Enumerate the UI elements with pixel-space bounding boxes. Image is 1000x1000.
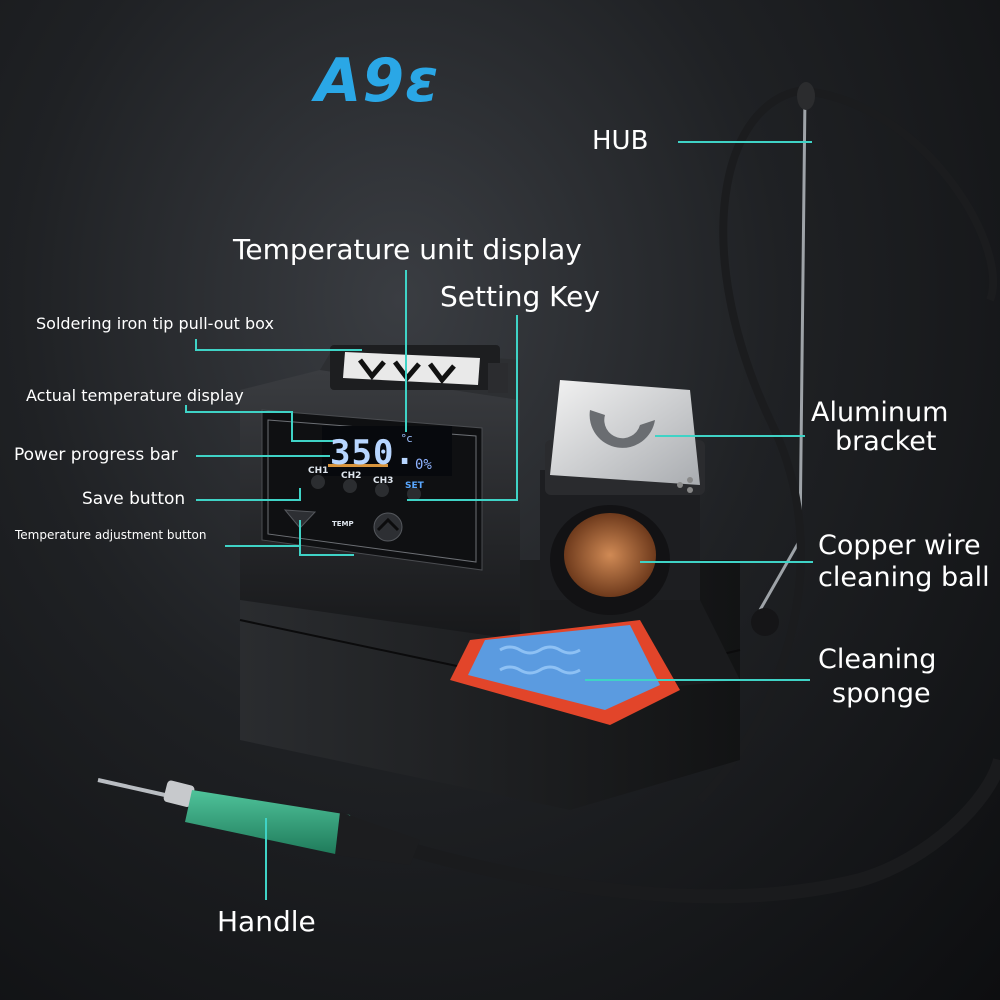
- power-progress-bar: [328, 464, 388, 467]
- temp-label: TEMP: [332, 520, 354, 528]
- brand-logo: A9ε: [315, 46, 440, 116]
- temperature-adjustment-callout: Temperature adjustment button: [15, 528, 207, 542]
- lcd-screen: [322, 426, 452, 476]
- set-button: [407, 487, 421, 501]
- aluminum-bracket-callout-line2: bracket: [835, 426, 937, 457]
- sponge-callout-line2: sponge: [832, 678, 931, 709]
- temperature-unit-display-callout: Temperature unit display: [233, 233, 582, 266]
- aluminum-bracket-callout-line1: Aluminum: [811, 397, 949, 428]
- handle-callout: Handle: [217, 905, 316, 938]
- lcd-temperature-unit: °c: [401, 432, 413, 445]
- setting-key-callout: Setting Key: [440, 280, 600, 313]
- ch2-label: CH2: [341, 471, 362, 481]
- save-button-callout: Save button: [82, 489, 186, 509]
- ch3-button: [375, 483, 389, 497]
- power-progress-bar-callout: Power progress bar: [14, 445, 178, 465]
- lcd-power-percent: 0%: [415, 457, 432, 473]
- ch2-button: [343, 479, 357, 493]
- sponge-callout-line1: Cleaning: [818, 644, 937, 675]
- actual-temperature-callout: Actual temperature display: [26, 386, 244, 405]
- cleaning-sponge: [468, 625, 660, 710]
- hub-callout: HUB: [592, 126, 649, 156]
- lcd-temperature-readout: 350.: [330, 433, 416, 473]
- temp-up-button: [373, 512, 403, 542]
- iron-tip: [97, 778, 166, 797]
- copper-ball-callout-line1: Copper wire: [818, 530, 981, 561]
- stand-knob: [751, 608, 779, 636]
- ch1-button: [311, 475, 325, 489]
- set-label: SET: [405, 481, 424, 491]
- temp-down-button: [283, 509, 317, 529]
- copper-wire-ball: [564, 513, 656, 597]
- copper-ball-callout-line2: cleaning ball: [818, 562, 990, 593]
- iron-cable: [697, 86, 806, 803]
- ch1-label: CH1: [308, 466, 329, 476]
- aluminum-bracket: [550, 380, 700, 485]
- handle-cable: [342, 757, 1000, 904]
- handle-grip: [185, 790, 354, 855]
- iron-cable-right: [811, 88, 998, 302]
- callout-lines: [185, 141, 813, 900]
- tip-box-callout: Soldering iron tip pull-out box: [36, 314, 274, 333]
- ch3-label: CH3: [373, 476, 394, 486]
